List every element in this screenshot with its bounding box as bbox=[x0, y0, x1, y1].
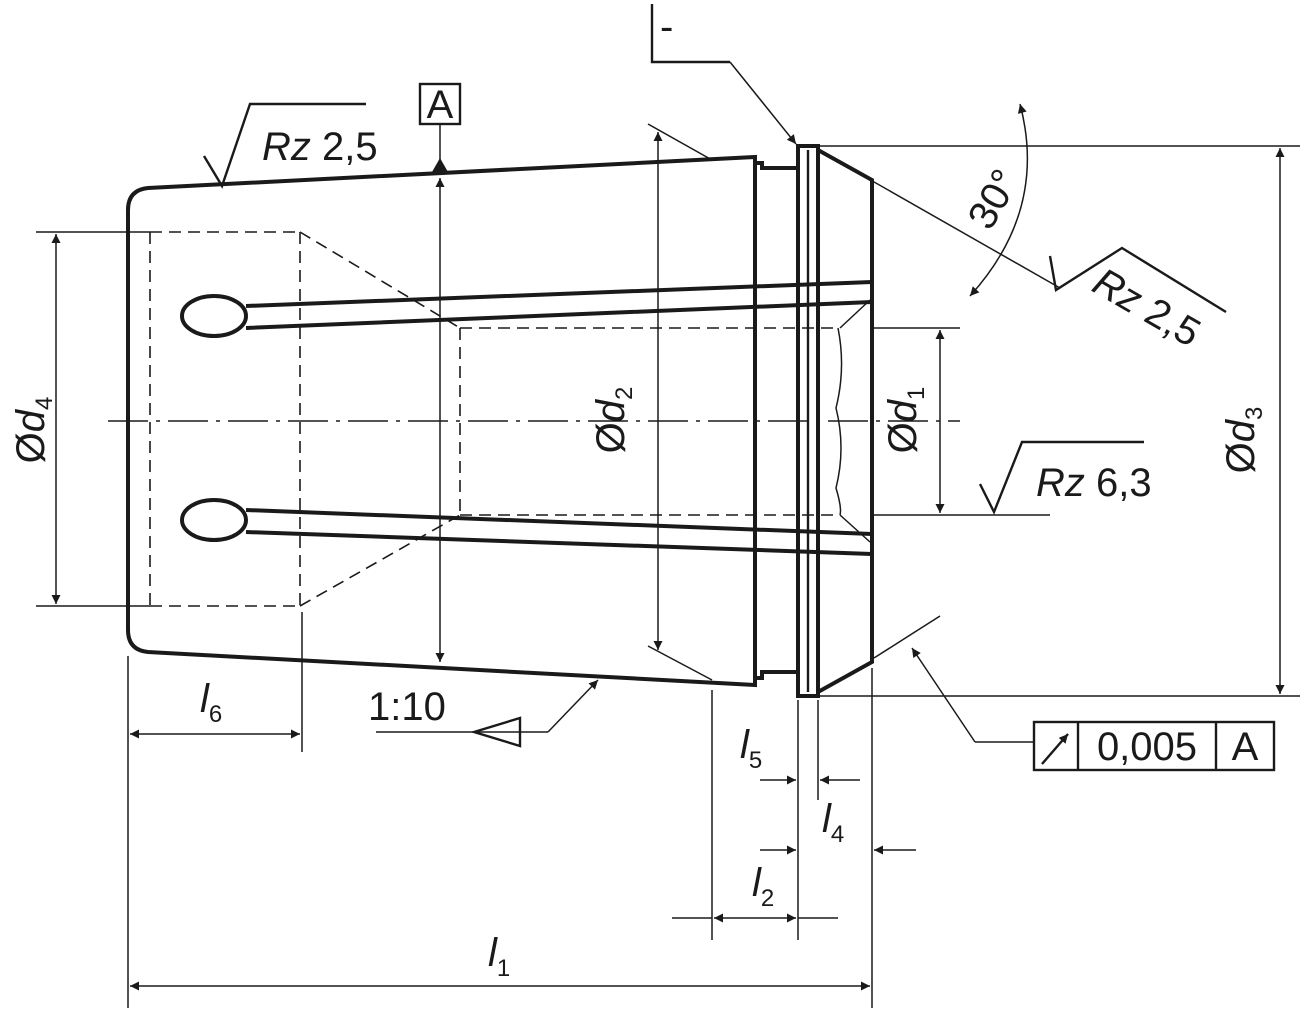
svg-text:0,005: 0,005 bbox=[1097, 725, 1197, 769]
flatness-callout: - bbox=[650, 4, 797, 145]
svg-text:30°: 30° bbox=[960, 162, 1028, 236]
svg-text:Rz 2,5: Rz 2,5 bbox=[1086, 260, 1208, 356]
dim-l6: l6 bbox=[130, 677, 300, 739]
dim-l2: l2 bbox=[672, 861, 838, 923]
label-l4: l4 bbox=[822, 797, 844, 848]
dim-d1: Ød1 bbox=[870, 327, 1050, 516]
runout-arrow-icon bbox=[1041, 733, 1069, 765]
svg-text:A: A bbox=[1232, 725, 1259, 769]
dim-d4: Ød4 bbox=[9, 231, 150, 607]
dim-d2: Ød2 bbox=[589, 123, 713, 681]
roughness-chamfer: Rz 2,5 bbox=[1048, 246, 1227, 356]
dim-d3: Ød3 bbox=[818, 145, 1300, 697]
slot-bottom bbox=[180, 498, 873, 556]
label-l6: l6 bbox=[200, 677, 222, 728]
label-d3: Ød3 bbox=[1219, 407, 1268, 474]
svg-text:Rz 6,3: Rz 6,3 bbox=[1036, 461, 1152, 505]
label-l5: l5 bbox=[740, 723, 762, 774]
svg-text:1:10: 1:10 bbox=[368, 685, 446, 729]
hidden-lines bbox=[149, 231, 871, 607]
label-d2: Ød2 bbox=[589, 387, 638, 454]
extension-lines bbox=[127, 612, 873, 1008]
label-d1: Ød1 bbox=[881, 387, 930, 454]
roughness-top: Rz 2,5 bbox=[202, 102, 378, 189]
slot-top bbox=[180, 280, 873, 338]
datum-a-label: A bbox=[427, 83, 454, 127]
runout-frame: 0,005 A bbox=[873, 615, 1276, 772]
taper-callout: 1:10 bbox=[368, 679, 599, 748]
svg-text:Rz 2,5: Rz 2,5 bbox=[262, 125, 378, 169]
dim-l1: l1 bbox=[130, 931, 870, 991]
roughness-bore: Rz 6,3 bbox=[978, 440, 1152, 515]
label-l2: l2 bbox=[752, 861, 774, 912]
label-l1: l1 bbox=[488, 931, 510, 982]
label-d4: Ød4 bbox=[9, 397, 58, 464]
dim-l5: l5 bbox=[740, 723, 860, 785]
svg-text:-: - bbox=[660, 5, 673, 49]
dim-l4: l4 bbox=[760, 797, 916, 855]
angle-30: 30° bbox=[817, 103, 1061, 297]
datum-a: A bbox=[418, 82, 462, 662]
collet-body bbox=[108, 144, 960, 698]
